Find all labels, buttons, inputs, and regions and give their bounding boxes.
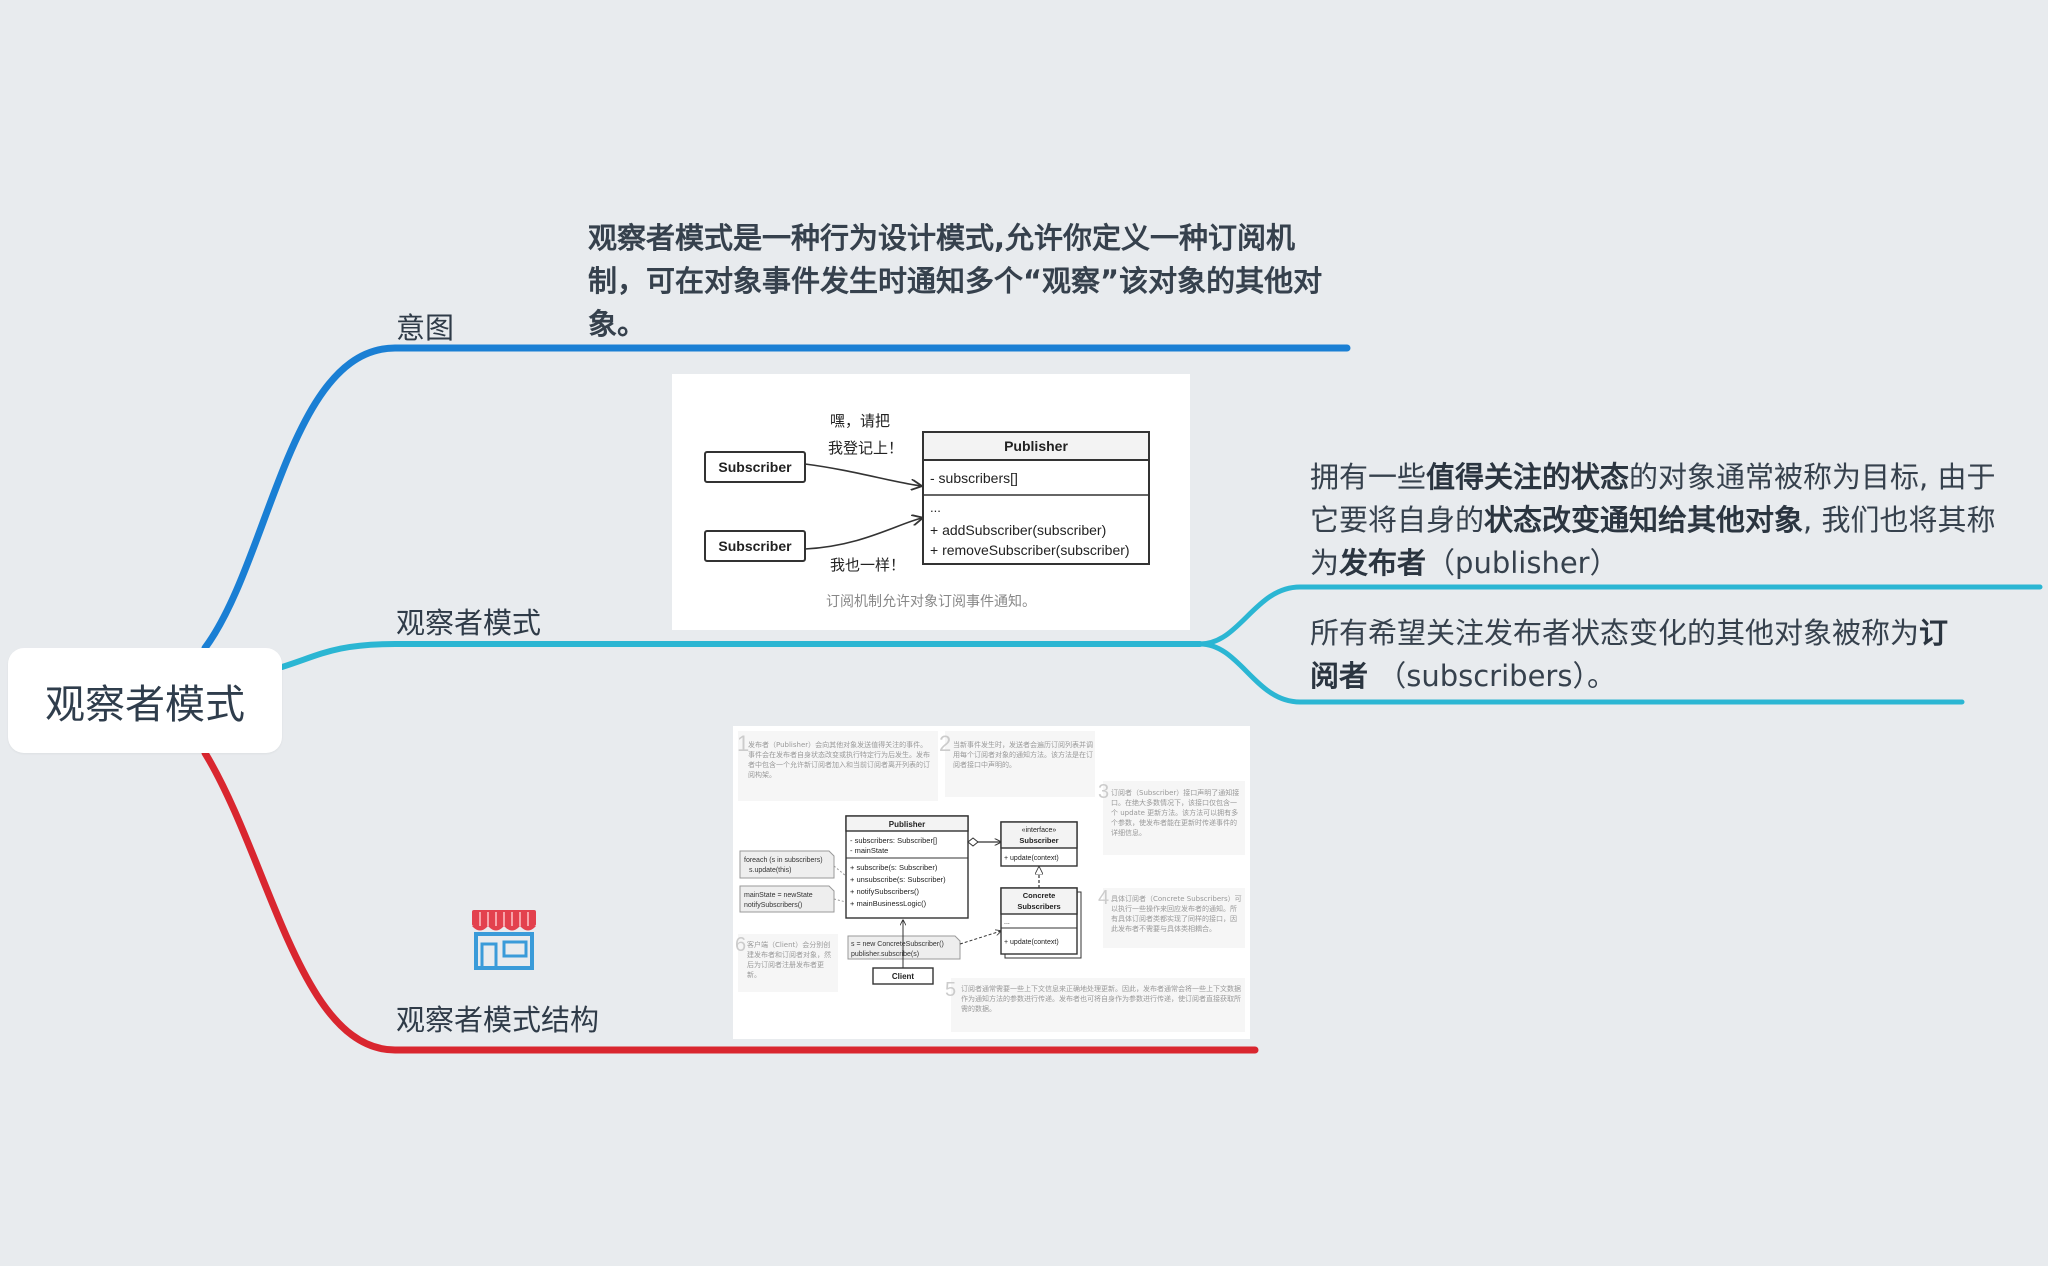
uml-concrete-method: + update(context) (1004, 939, 1059, 946)
step-num-1: 1 (737, 731, 749, 756)
subscriber-box-2 (704, 530, 806, 562)
uml-publisher-method-4: + mainBusinessLogic() (850, 899, 927, 908)
step-desc-4: 具体订阅者（Concrete Subscribers）可以执行一些操作来回应发布… (1111, 895, 1242, 933)
subscription-figure[interactable]: Subscriber Subscriber 嘿，请把 我登记上！ 我也一样！ P… (672, 374, 1190, 630)
topic-intent-label: 意图 (396, 311, 455, 345)
intent-note-text: 观察者模式是一种行为设计模式,允许你定义一种订阅机制，可在对象事件发生时通知多个… (588, 221, 1323, 341)
note-subscriber[interactable]: 所有希望关注发布者状态变化的其他对象被称为订阅者 （subscribers）。 (1310, 612, 1950, 698)
uml-interface-stereotype: «interface» (1022, 827, 1057, 834)
publisher-field: - subscribers[] (930, 470, 1018, 486)
note-publisher-text-2: 的对象通常被称为目标, 由于它要将自身的 (1310, 460, 1996, 537)
uml-publisher-field-2: - mainState (850, 846, 888, 855)
subscription-diagram: Subscriber Subscriber 嘿，请把 我登记上！ 我也一样！ P… (704, 413, 1150, 609)
topic-pattern[interactable]: 观察者模式 (396, 600, 541, 642)
note-subscriber-bold-1: 订阅者 (1310, 616, 1949, 693)
uml-publisher-method-2: + unsubscribe(s: Subscriber) (850, 875, 946, 884)
root-topic[interactable]: 观察者模式 (8, 648, 282, 753)
arrow-sub2 (804, 518, 922, 550)
connector-structure (201, 749, 1259, 1054)
publisher-method-2: + removeSubscriber(subscriber) (930, 542, 1130, 558)
note-publisher-bold-1: 值得关注的状态 (1426, 460, 1630, 494)
step-num-6: 6 (735, 934, 746, 956)
uml-concrete-title-1: Concrete (1023, 891, 1056, 900)
intent-note[interactable]: 观察者模式是一种行为设计模式,允许你定义一种订阅机制，可在对象事件发生时通知多个… (588, 217, 1338, 346)
topic-intent[interactable]: 意图 (396, 305, 454, 347)
bubble-text-1b: 我登记上！ (828, 440, 903, 457)
step-num-4: 4 (1098, 887, 1109, 909)
bubble-text-1a: 嘿，请把 (830, 413, 890, 430)
uml-interface-method: + update(context) (1004, 855, 1059, 862)
shop-icon (472, 910, 536, 970)
client-code-1: s = new ConcreteSubscriber() (851, 941, 944, 948)
note-publisher[interactable]: 拥有一些值得关注的状态的对象通常被称为目标, 由于它要将自身的状态改变通知给其他… (1310, 456, 2015, 585)
step-num-3: 3 (1098, 781, 1109, 803)
publisher-dots: ... (930, 500, 941, 515)
uml-publisher-field-1: - subscribers: Subscriber[] (850, 836, 937, 845)
code-note-state-2: notifySubscribers() (744, 902, 802, 909)
client-code-2: publisher.subscribe(s) (851, 951, 919, 958)
note-publisher-bold-2: 状态改变通知给其他对象 (1484, 503, 1804, 537)
publisher-title: Publisher (1004, 438, 1068, 454)
connector-intent (201, 344, 1351, 652)
uml-publisher-title: Publisher (889, 820, 925, 829)
structure-figure[interactable]: 1 发布者（Publisher）会向其他对象发送值得关注的事件。事件会在发布者自… (733, 726, 1250, 1039)
note-publisher-text-3: , 我们也将其称为 (1310, 503, 1996, 580)
note-subscriber-text-2: （subscribers）。 (1368, 659, 1616, 693)
topic-structure[interactable]: 观察者模式结构 (396, 997, 599, 1039)
connector-note2 (1197, 641, 1965, 705)
note-publisher-text-4: （publisher） (1426, 546, 1619, 580)
note-subscriber-text-1: 所有希望关注发布者状态变化的其他对象被称为 (1310, 616, 1920, 650)
note-publisher-bold-3: 发布者 (1339, 546, 1427, 580)
step-desc-2: 当新事件发生时，发送者会遍历订阅列表并调用每个订阅者对象的通知方法。该方法是在订… (953, 741, 1093, 769)
subscriber-label-2: Subscriber (718, 538, 792, 554)
note-publisher-text-1: 拥有一些 (1310, 460, 1427, 494)
subscriber-label-1: Subscriber (718, 459, 792, 475)
step-num-2: 2 (939, 731, 951, 756)
step-desc-6: 客户端（Client）会分别创建发布者和订阅者对象，然后为订阅者注册发布者更新。 (747, 941, 831, 979)
uml-interface-title: Subscriber (1019, 836, 1058, 845)
structure-diagram: 1 发布者（Publisher）会向其他对象发送值得关注的事件。事件会在发布者自… (735, 731, 1245, 1032)
uml-client-label: Client (892, 972, 915, 981)
step-desc-1: 发布者（Publisher）会向其他对象发送值得关注的事件。事件会在发布者自身状… (748, 741, 930, 779)
step-desc-5: 订阅者通常需要一些上下文信息来正确地处理更新。因此，发布者通常会将一些上下文数据… (961, 985, 1241, 1013)
subscriber-box-1 (704, 451, 806, 483)
bubble-text-2: 我也一样！ (830, 557, 905, 574)
topic-structure-label: 观察者模式结构 (396, 1003, 600, 1037)
step-desc-3: 订阅者（Subscriber）接口声明了通知接口。在绝大多数情况下，该接口仅包含… (1111, 789, 1240, 837)
uml-concrete-dots: ... (1004, 919, 1010, 926)
connector-pattern (279, 641, 1203, 670)
code-note-foreach-2: s.update(this) (749, 867, 791, 874)
code-note-foreach-1: foreach (s in subscribers) (744, 857, 823, 864)
arrow-sub1 (804, 463, 921, 486)
uml-publisher (845, 815, 969, 919)
publisher-method-1: + addSubscriber(subscriber) (930, 522, 1106, 538)
connector-note1 (1197, 584, 2043, 647)
topic-pattern-label: 观察者模式 (396, 606, 542, 640)
code-note-state-1: mainState = newState (744, 892, 813, 899)
uml-concrete-title-2: Subscribers (1017, 902, 1060, 911)
uml-publisher-method-1: + subscribe(s: Subscriber) (850, 863, 938, 872)
subscription-caption: 订阅机制允许对象订阅事件通知。 (826, 593, 1036, 609)
root-topic-label: 观察者模式 (45, 681, 245, 728)
step-num-5: 5 (945, 979, 956, 1001)
uml-publisher-method-3: + notifySubscribers() (850, 887, 919, 896)
